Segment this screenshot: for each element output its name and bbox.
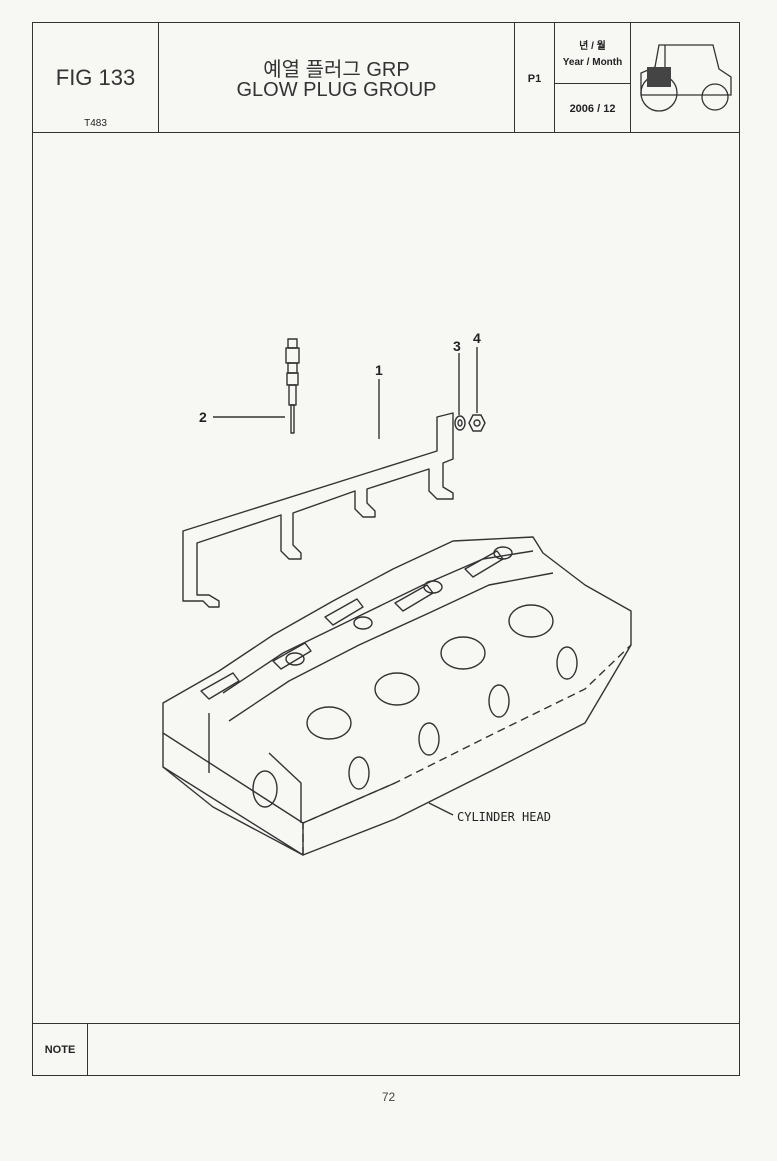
figure-number: FIG 133 [55,65,136,90]
title-korean: 예열 플러그 GRP [263,59,410,81]
cylinder-head-label: CYLINDER HEAD [457,810,551,824]
figure-cell: FIG 133 T483 [33,23,159,132]
glow-plug [285,338,300,434]
model-code: T483 [84,118,107,129]
nut [468,414,486,432]
title-block: FIG 133 T483 예열 플러그 GRP GLOW PLUG GROUP … [33,23,739,133]
note-label: NOTE [33,1024,88,1076]
page-number: 72 [381,1090,396,1104]
callout-4: 4 [473,330,481,346]
glow-plug-connector-bar [182,412,454,608]
year-month-korean: 년 / 월 [579,41,606,52]
note-row: NOTE [33,1023,739,1076]
callout-2: 2 [199,409,207,425]
cylinder-head [162,536,632,856]
page-code: P1 [527,73,542,85]
title-cell: 예열 플러그 GRP GLOW PLUG GROUP [159,23,515,132]
tractor-icon [640,44,732,112]
date-cell: 년 / 월 Year / Month 2006 / 12 [555,23,631,132]
revision-date: 2006 / 12 [569,103,616,115]
year-month-english: Year / Month [562,57,623,68]
thumbnail-cell [631,23,739,132]
page-frame: FIG 133 T483 예열 플러그 GRP GLOW PLUG GROUP … [32,22,740,1076]
washer [454,415,466,431]
title-english: GLOW PLUG GROUP [236,79,437,101]
callout-3: 3 [453,338,461,354]
page-code-cell: P1 [515,23,555,132]
exploded-diagram: 1 2 3 4 CYLINDER HEAD [162,330,632,856]
callout-1: 1 [375,362,383,378]
